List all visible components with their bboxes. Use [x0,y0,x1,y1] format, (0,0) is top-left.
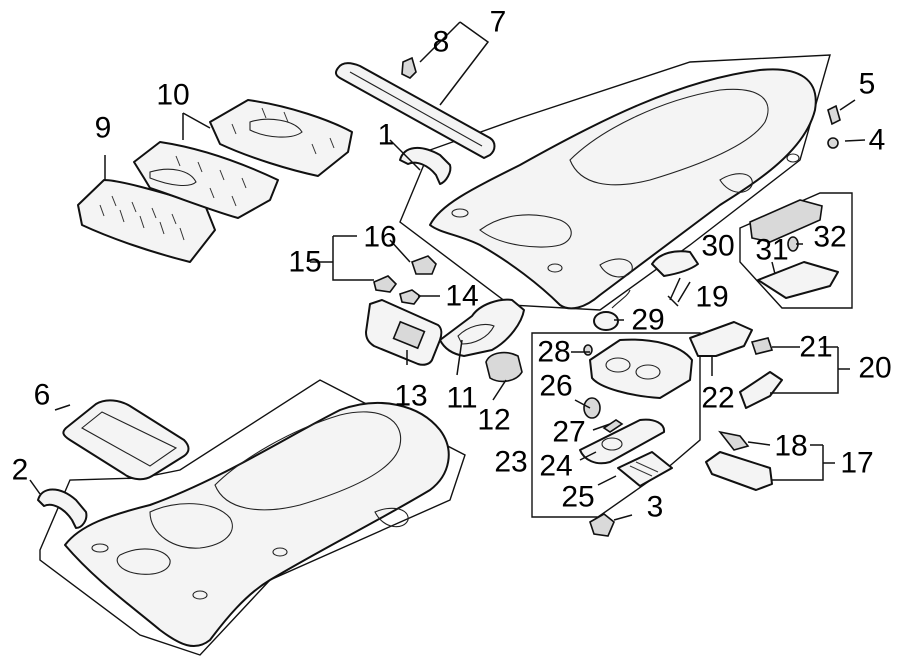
headliner-upper [399,54,831,311]
headliner-lower [39,379,466,656]
callout-21: 21 [799,331,832,364]
dome-light-29 [593,289,631,331]
callout-2: 2 [12,454,29,487]
callout-7: 7 [490,6,507,39]
grab-handle-1 [399,147,452,185]
lamp-17 [705,451,773,491]
callout-8: 8 [433,26,450,59]
callout-26: 26 [539,370,572,403]
callout-labels: 1 2 3 4 5 6 7 8 9 10 11 12 13 14 15 16 1… [12,6,892,524]
bracket-20 [739,371,783,409]
clip-5 [827,104,841,126]
bracket-21 [750,337,774,355]
callout-3: 3 [647,491,664,524]
callout-10: 10 [156,79,189,112]
visor-clip-14 [399,289,422,305]
callout-9: 9 [95,112,112,145]
callout-14: 14 [445,280,478,313]
callout-13: 13 [394,380,427,413]
screw-4 [827,137,839,149]
sunroof-frame-6 [62,399,190,481]
insulation-pad-10a [133,141,279,219]
callout-32: 32 [813,221,846,254]
grab-handle-2 [37,488,88,529]
callout-20: 20 [858,352,891,385]
callout-16: 16 [363,221,396,254]
callout-15: 15 [288,246,321,279]
callout-31: 31 [755,234,788,267]
bracket-22 [689,321,753,357]
callout-29: 29 [631,304,664,337]
callout-19: 19 [695,281,728,314]
overhead-console-box [739,192,853,309]
callout-22: 22 [701,382,734,415]
lamp-12 [485,351,523,383]
callout-28: 28 [537,336,570,369]
visor-clip-15 [373,275,398,293]
bracket-3 [589,513,615,537]
sun-visor-13 [365,299,443,366]
callout-17: 17 [840,447,873,480]
callout-25: 25 [561,481,594,514]
callout-18: 18 [774,430,807,463]
callout-11: 11 [446,382,477,415]
bulb-18 [718,430,750,451]
grab-handle-30 [651,250,699,277]
callout-5: 5 [859,68,876,101]
clip-8 [401,56,417,79]
leader-lines [29,21,866,521]
callout-12: 12 [477,404,510,437]
insulation-pad-10b [209,99,353,177]
callout-23: 23 [494,446,527,479]
callout-27: 27 [552,416,585,449]
callout-1: 1 [378,119,395,152]
visor-clip-16 [410,255,437,275]
trim-strip [334,62,496,159]
callout-6: 6 [34,379,51,412]
callout-30: 30 [701,230,734,263]
console-assembly-23 [531,332,701,518]
callout-24: 24 [539,450,572,483]
callout-4: 4 [869,124,886,157]
insulation-pad-9 [77,179,216,263]
